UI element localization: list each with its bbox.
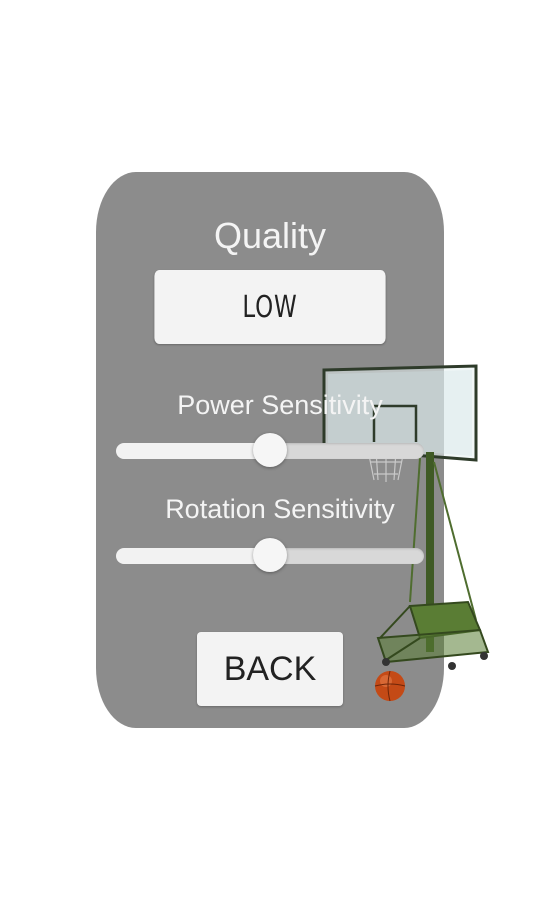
power-slider-handle[interactable] (253, 433, 287, 467)
power-slider-fill (116, 443, 270, 459)
power-sensitivity-label: Power Sensitivity (177, 390, 383, 420)
basketball-icon (374, 670, 406, 702)
quality-button[interactable]: LOW (154, 270, 386, 344)
rotation-sensitivity-slider[interactable] (116, 538, 424, 572)
quality-title: Quality (213, 215, 327, 256)
back-button[interactable]: BACK (197, 632, 343, 706)
rotation-slider-handle[interactable] (253, 538, 287, 572)
power-sensitivity-slider[interactable] (116, 433, 424, 467)
rotation-slider-fill (116, 548, 270, 564)
rotation-sensitivity-label: Rotation Sensitivity (165, 494, 395, 524)
